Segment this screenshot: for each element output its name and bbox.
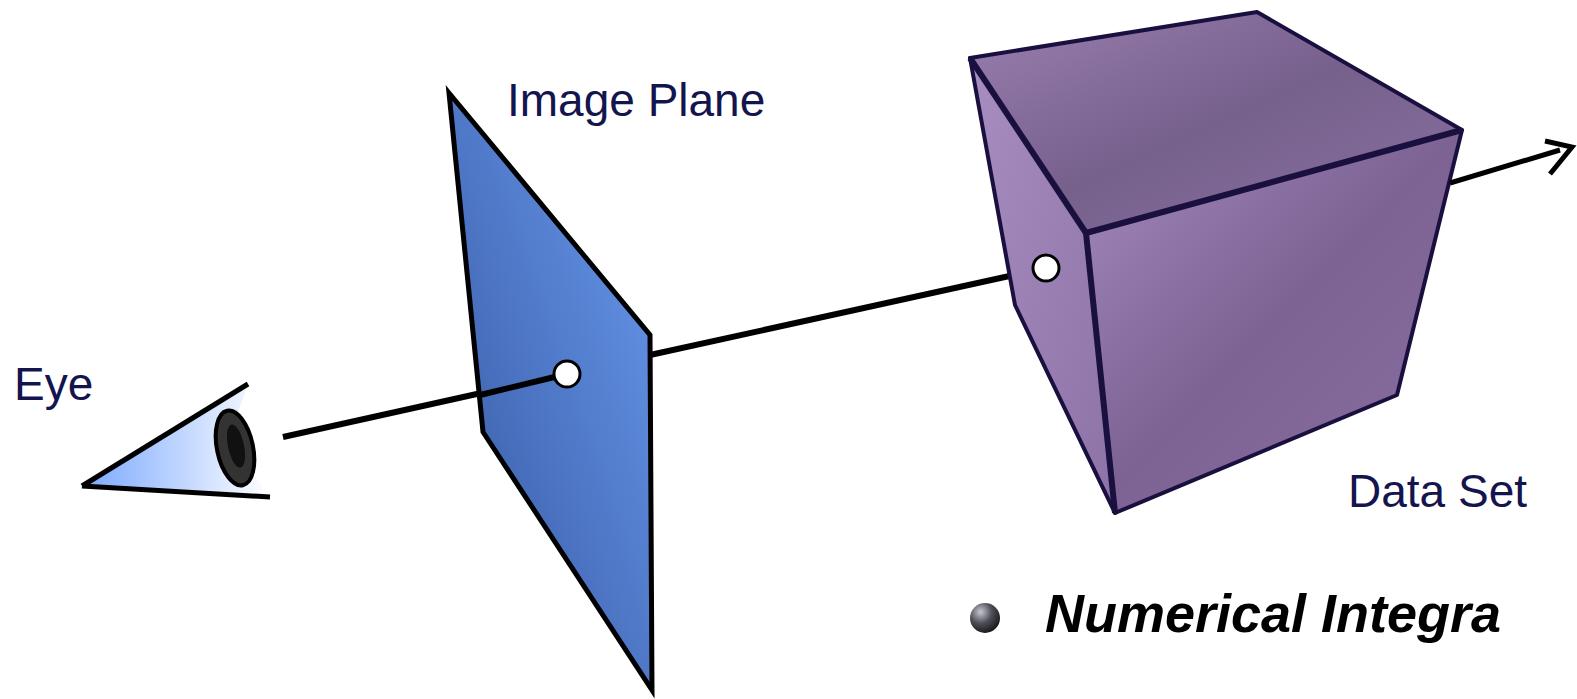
part-label: Data Set [1348,468,1527,514]
image-plane [449,93,652,690]
bullet-text: Numerical Integra [1045,586,1501,640]
part-label: Image Plane [507,77,765,123]
volume-cube-face [1086,130,1462,513]
volume-cube-face [970,58,1115,513]
entry-point [1033,255,1059,281]
bullet-ball [970,603,1000,633]
pixel-point [554,361,580,387]
ray-arrowhead [1545,141,1572,174]
eye-symbol [82,384,270,497]
cube-edge [1086,233,1115,513]
part-label: Eye [14,361,93,407]
cube-edge [970,58,1086,233]
cube-edge [1086,130,1462,233]
view-ray [1450,150,1560,183]
eye-pupil [224,423,249,469]
view-ray [650,268,1046,355]
eye-lid [82,486,270,497]
eye-pupil [209,407,260,489]
